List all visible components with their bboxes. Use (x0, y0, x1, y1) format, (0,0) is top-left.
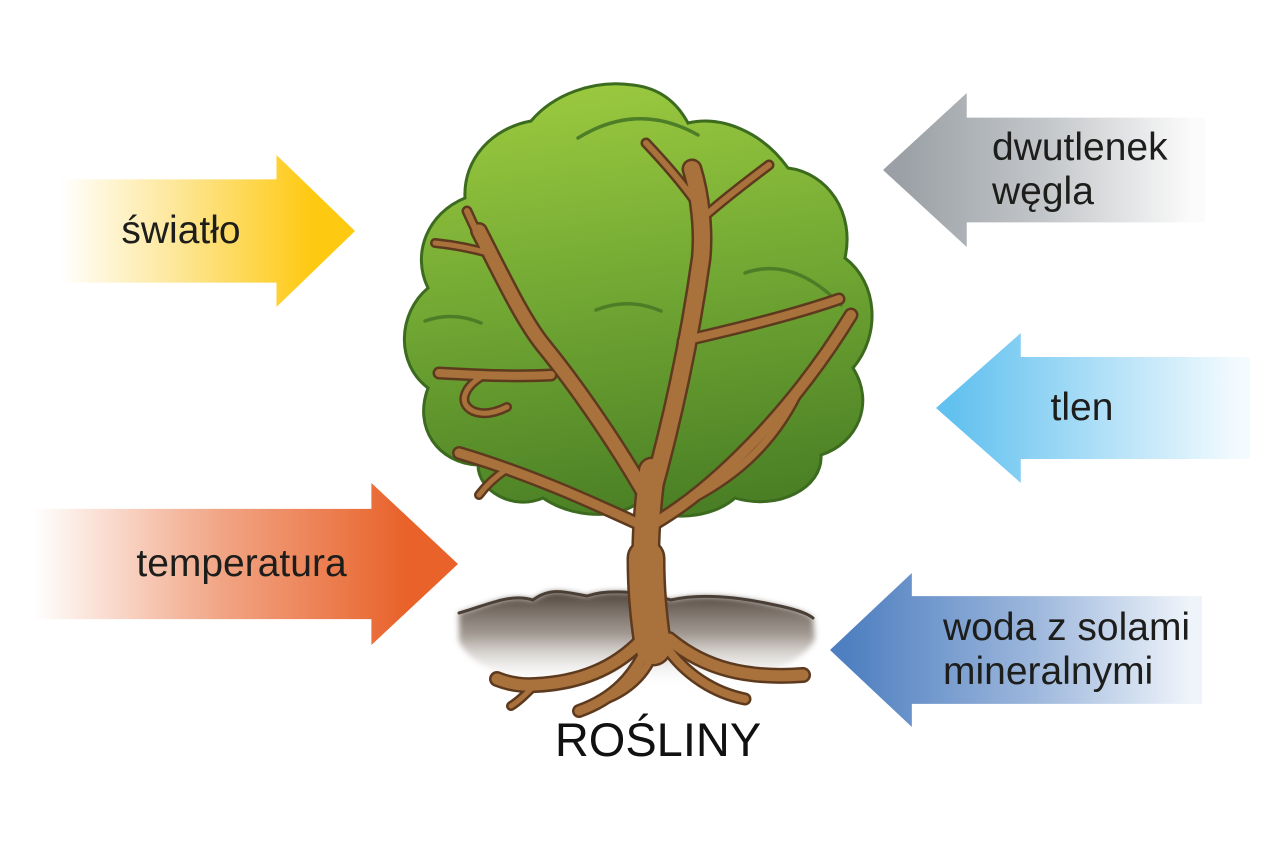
arrow-dwutlenek-wegla: dwutlenek węgla (883, 93, 1205, 247)
tree-crown (402, 82, 874, 518)
arrow-tlen: tlen (936, 333, 1250, 483)
arrow-swiatlo: światło (53, 155, 355, 307)
tree-illustration (402, 82, 874, 718)
arrow-dwutlenek-wegla-line1: dwutlenek (992, 126, 1168, 170)
tree-trunk-branches-roots (432, 140, 856, 716)
arrow-temperatura: temperatura (25, 483, 458, 645)
arrow-woda: woda z solami mineralnymi (830, 573, 1202, 727)
arrow-woda-line1: woda z solami (943, 606, 1191, 650)
arrow-woda-line2: mineralnymi (943, 650, 1154, 693)
diagram-title: ROŚLINY (554, 713, 762, 766)
arrow-dwutlenek-wegla-line2: węgla (992, 170, 1094, 213)
arrow-tlen-label: tlen (1050, 386, 1114, 430)
arrow-swiatlo-label: światło (121, 209, 241, 253)
arrow-temperatura-label: temperatura (136, 542, 347, 586)
